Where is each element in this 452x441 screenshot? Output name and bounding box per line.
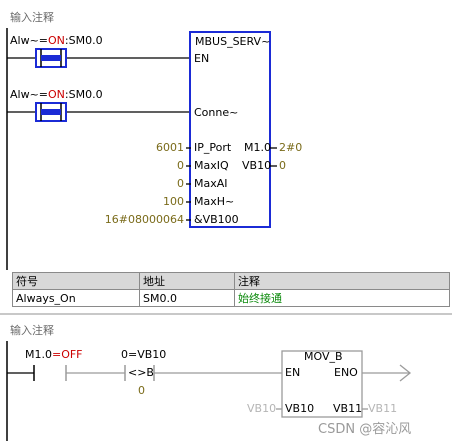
contact2-highlight[interactable] (35, 102, 67, 122)
network2-comment[interactable]: 输入注释 (10, 324, 54, 337)
network2-ladder (6, 341, 412, 441)
movb-in-value[interactable]: VB10 (247, 402, 277, 415)
input-pin: MaxAI (194, 177, 228, 190)
contact1-highlight[interactable] (35, 48, 67, 68)
movb-pin-in: VB10 (285, 402, 315, 415)
input-pin: MaxIQ (194, 159, 229, 172)
movb-title: MOV_B (304, 350, 343, 363)
output-pin: M1.0 (244, 141, 271, 154)
watermark: CSDN @容沁风 (318, 422, 412, 437)
symbol-table-header: 符号 地址 注释 (12, 272, 450, 290)
output-pin: VB10 (242, 159, 272, 172)
compare-operator: <>B (128, 366, 154, 379)
output-value[interactable]: 2#0 (279, 141, 303, 154)
cell-address[interactable]: SM0.0 (139, 289, 235, 307)
mbus-pin-conne: Conne~ (194, 106, 239, 119)
input-value[interactable]: 0 (177, 159, 184, 172)
movb-block-frame[interactable] (281, 350, 363, 418)
output-value[interactable]: 0 (279, 159, 286, 172)
input-value[interactable]: 6001 (156, 141, 184, 154)
mbus-block-title: MBUS_SERV~ (195, 35, 271, 48)
cell-comment[interactable]: 始终接通 (234, 289, 450, 307)
compare-label: 0=VB10 (121, 348, 167, 361)
input-pin: MaxH~ (194, 195, 235, 208)
input-pin: IP_Port (194, 141, 232, 154)
symbol-table: 符号 地址 注释 Always_On SM0.0 始终接通 (12, 272, 450, 307)
movb-pin-eno: ENO (334, 366, 358, 379)
input-pin: &VB100 (194, 213, 239, 226)
network1-ladder (6, 28, 277, 270)
mbus-pin-en: EN (194, 52, 210, 65)
compare-value: 0 (138, 384, 145, 397)
contact1-label: Alw~=ON:SM0.0 (10, 34, 103, 47)
network-separator (0, 313, 452, 315)
movb-out-value[interactable]: VB11 (368, 402, 398, 415)
table-row[interactable]: Always_On SM0.0 始终接通 (12, 289, 450, 307)
network1-comment[interactable]: 输入注释 (10, 11, 54, 24)
contact2-label: Alw~=ON:SM0.0 (10, 88, 103, 101)
col-header-symbol[interactable]: 符号 (12, 272, 140, 290)
input-value[interactable]: 100 (163, 195, 184, 208)
mbus-block-frame[interactable] (189, 31, 271, 228)
movb-pin-out: VB11 (333, 402, 363, 415)
cell-symbol[interactable]: Always_On (12, 289, 140, 307)
input-value[interactable]: 16#08000064 (104, 213, 184, 226)
col-header-comment[interactable]: 注释 (234, 272, 450, 290)
movb-pin-en: EN (285, 366, 301, 379)
input-value[interactable]: 0 (177, 177, 184, 190)
contact-m10-label: M1.0=OFF (25, 348, 83, 361)
col-header-address[interactable]: 地址 (139, 272, 235, 290)
